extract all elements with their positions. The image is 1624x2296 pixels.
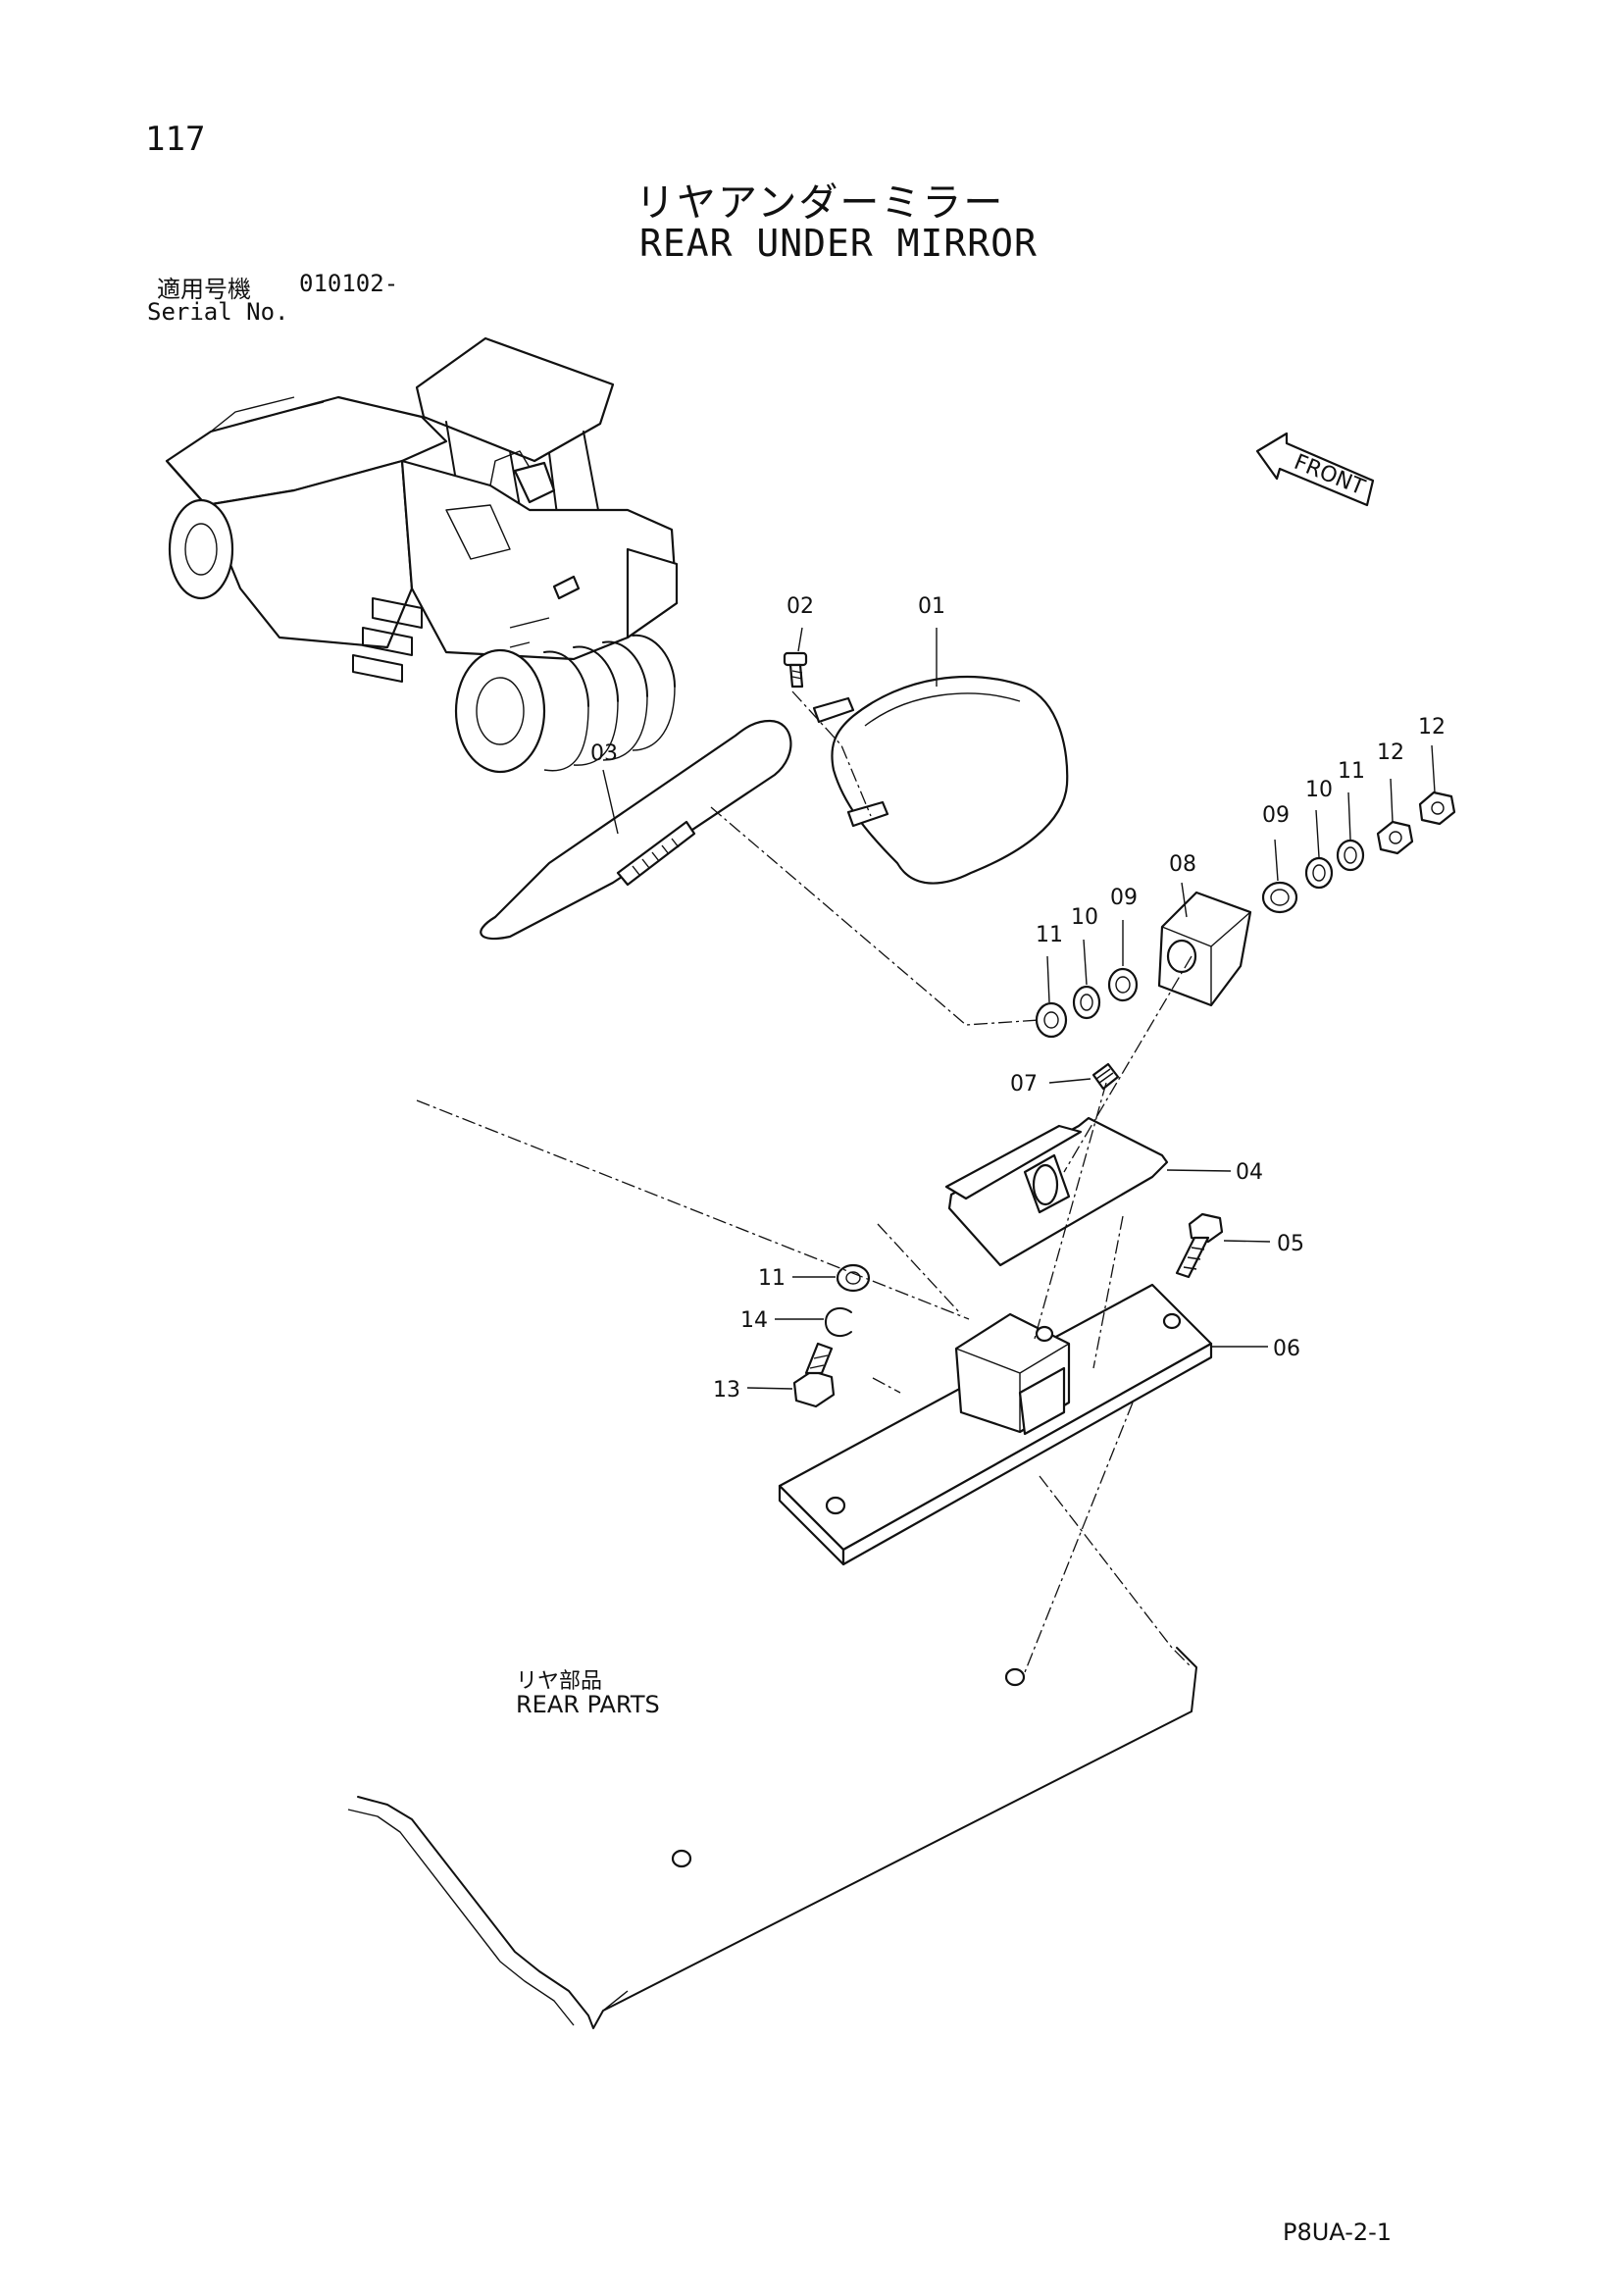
part-02-screw <box>783 651 808 689</box>
page-number: 117 <box>145 120 206 159</box>
part-14-lock-washer <box>825 1306 852 1338</box>
part-13-bolt <box>792 1342 836 1408</box>
callout-12-left: 12 <box>1377 740 1404 765</box>
callout-01: 01 <box>918 594 945 619</box>
callout-11-lower: 11 <box>758 1266 786 1291</box>
washers-left <box>1035 967 1139 1039</box>
callout-09-right: 09 <box>1262 803 1290 828</box>
title-japanese: リヤアンダーミラー <box>635 180 1005 226</box>
rear-parts-chassis <box>347 1475 1197 2029</box>
callout-07: 07 <box>1010 1072 1038 1097</box>
callout-10-right: 10 <box>1305 778 1333 802</box>
serial-number-value: 010102- <box>299 270 399 297</box>
machine-overview-illustration <box>165 336 679 774</box>
callout-13: 13 <box>713 1378 740 1403</box>
assembly-leader-lines <box>416 690 1193 1673</box>
front-label: FRONT <box>1291 450 1369 501</box>
serial-label-japanese: 適用号機 <box>157 276 251 303</box>
part-05-bolt <box>1175 1212 1224 1279</box>
callout-08: 08 <box>1169 852 1196 877</box>
callout-11-left: 11 <box>1036 923 1063 947</box>
callout-06: 06 <box>1273 1337 1300 1361</box>
callout-labels: 02 01 03 08 09 10 11 09 10 11 12 12 07 0… <box>590 594 1446 1403</box>
part-08-block <box>1157 891 1252 1007</box>
callout-10-left: 10 <box>1071 905 1098 930</box>
serial-label-english: Serial No. <box>147 298 289 326</box>
rear-parts-label-english: REAR PARTS <box>516 1691 660 1718</box>
callout-02: 02 <box>787 594 814 619</box>
part-11-washer-lower <box>836 1263 871 1293</box>
callout-12-right: 12 <box>1418 715 1446 740</box>
callout-04: 04 <box>1236 1160 1263 1185</box>
page-code: P8UA-2-1 <box>1283 2219 1393 2246</box>
part-06-base-plate <box>778 1283 1213 1566</box>
callout-05: 05 <box>1277 1232 1304 1256</box>
front-direction-arrow: FRONT <box>1255 432 1375 507</box>
part-03-stay-arm <box>480 696 855 941</box>
part-04-bracket <box>944 1116 1169 1267</box>
callout-pointers <box>602 627 1436 1390</box>
part-01-mirror <box>831 675 1069 885</box>
rear-parts-label-japanese: リヤ部品 <box>516 1669 603 1694</box>
washers-and-nuts-right <box>1261 791 1456 914</box>
callout-03: 03 <box>590 741 618 766</box>
part-07-pin <box>1091 1062 1120 1091</box>
callout-11-right: 11 <box>1338 759 1365 784</box>
callout-09-left: 09 <box>1110 886 1138 910</box>
callout-14: 14 <box>740 1308 768 1333</box>
title-english: REAR UNDER MIRROR <box>639 222 1038 265</box>
